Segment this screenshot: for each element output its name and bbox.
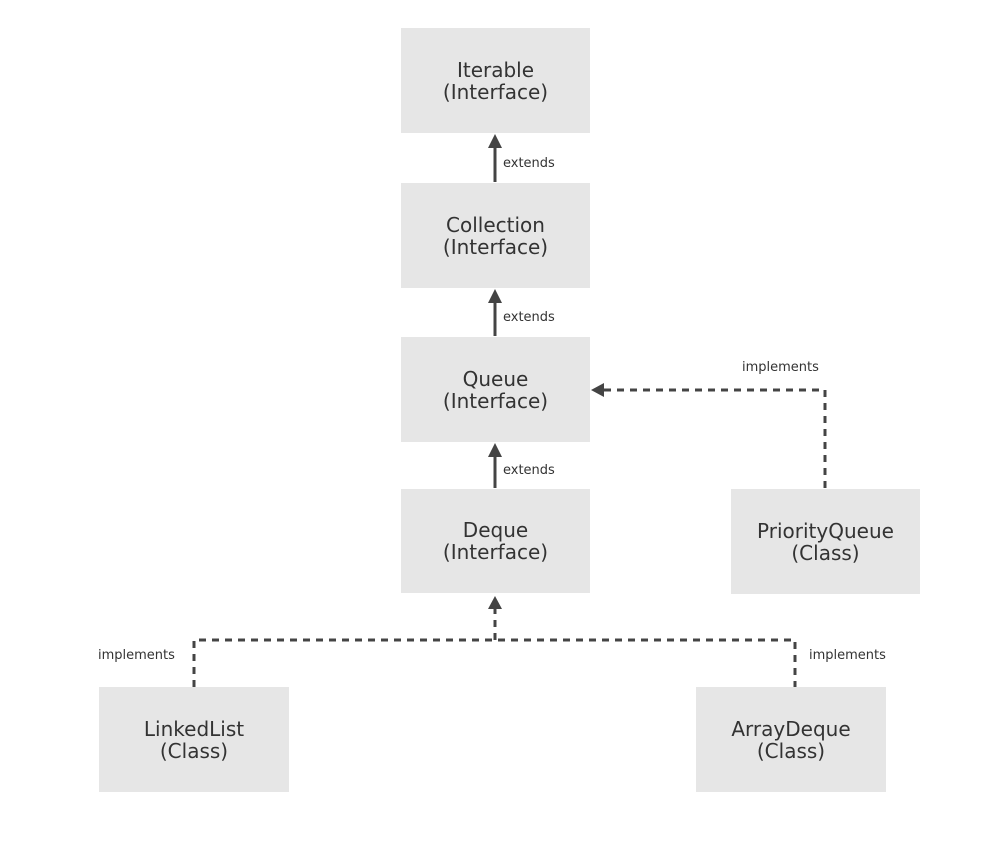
priorityqueue-kind: (Class) (791, 540, 860, 565)
queue-name: Queue (462, 366, 529, 391)
iterable-kind: (Interface) (442, 79, 549, 104)
arraydeque-class-box: ArrayDeque (Class) (696, 687, 886, 792)
edge-label-priorityqueue-queue: implements (742, 360, 819, 375)
collection-kind: (Interface) (442, 234, 549, 259)
collection-name: Collection (446, 212, 545, 237)
iterable-name: Iterable (456, 57, 535, 82)
deque-kind: (Interface) (442, 540, 549, 564)
queue-kind: (Interface) (442, 388, 549, 413)
edge-label-arraydeque-deque: implements (809, 648, 886, 663)
arraydeque-kind: (Class) (756, 738, 826, 763)
edge-label-linkedlist-deque: implements (98, 648, 175, 663)
iterable-interface-box: Iterable (Interface) (401, 28, 590, 133)
collection-interface-box: Collection (Interface) (401, 183, 590, 288)
extends-arrow-queue-collection (488, 289, 502, 336)
extends-arrow-collection-iterable (488, 134, 502, 182)
arraydeque-name: ArrayDeque (731, 716, 851, 741)
extends-arrow-deque-queue (488, 443, 502, 488)
priorityqueue-class-box: PriorityQueue (Class) (731, 489, 920, 594)
edge-label-deque-queue: extends (503, 463, 555, 478)
edge-label-collection-iterable: extends (503, 156, 555, 171)
linkedlist-class-box: LinkedList (Class) (99, 687, 289, 792)
deque-interface-box: Deque (Interface) (401, 489, 590, 593)
priorityqueue-name: PriorityQueue (757, 518, 894, 543)
queue-interface-box: Queue (Interface) (401, 337, 590, 442)
implements-arrows-classes-deque (192, 596, 797, 687)
linkedlist-name: LinkedList (143, 716, 245, 741)
deque-name: Deque (462, 518, 529, 542)
implements-arrow-priorityqueue-queue (591, 383, 827, 488)
linkedlist-kind: (Class) (159, 738, 229, 763)
edge-label-queue-collection: extends (503, 310, 555, 325)
